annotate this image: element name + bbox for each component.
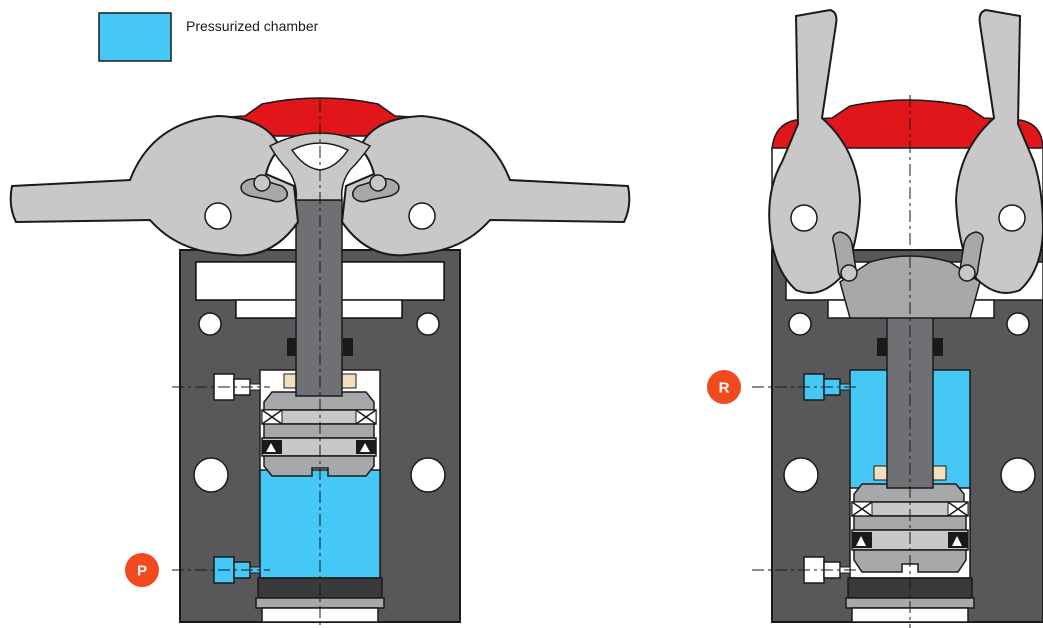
legend-label: Pressurized chamber [186, 18, 319, 34]
left-hole-mr [410, 457, 446, 493]
legend-swatch [98, 12, 172, 62]
left-hole-tr [416, 312, 440, 336]
port-p-label: P [137, 563, 147, 580]
gripper-view-closed: R [707, 8, 1043, 628]
port-r-label: R [719, 380, 730, 397]
right-centerlines [752, 95, 911, 628]
left-centerlines [172, 100, 321, 628]
gripper-view-open: P [9, 97, 631, 628]
left-hole-ml [193, 457, 229, 493]
port-r-badge: R [707, 370, 741, 404]
left-piston [261, 391, 377, 477]
port-p-badge: P [125, 553, 159, 587]
left-piston-rod [295, 199, 343, 397]
legend: Pressurized chamber [98, 12, 319, 62]
left-wedge-hook [268, 132, 372, 201]
left-hole-tl [198, 312, 222, 336]
